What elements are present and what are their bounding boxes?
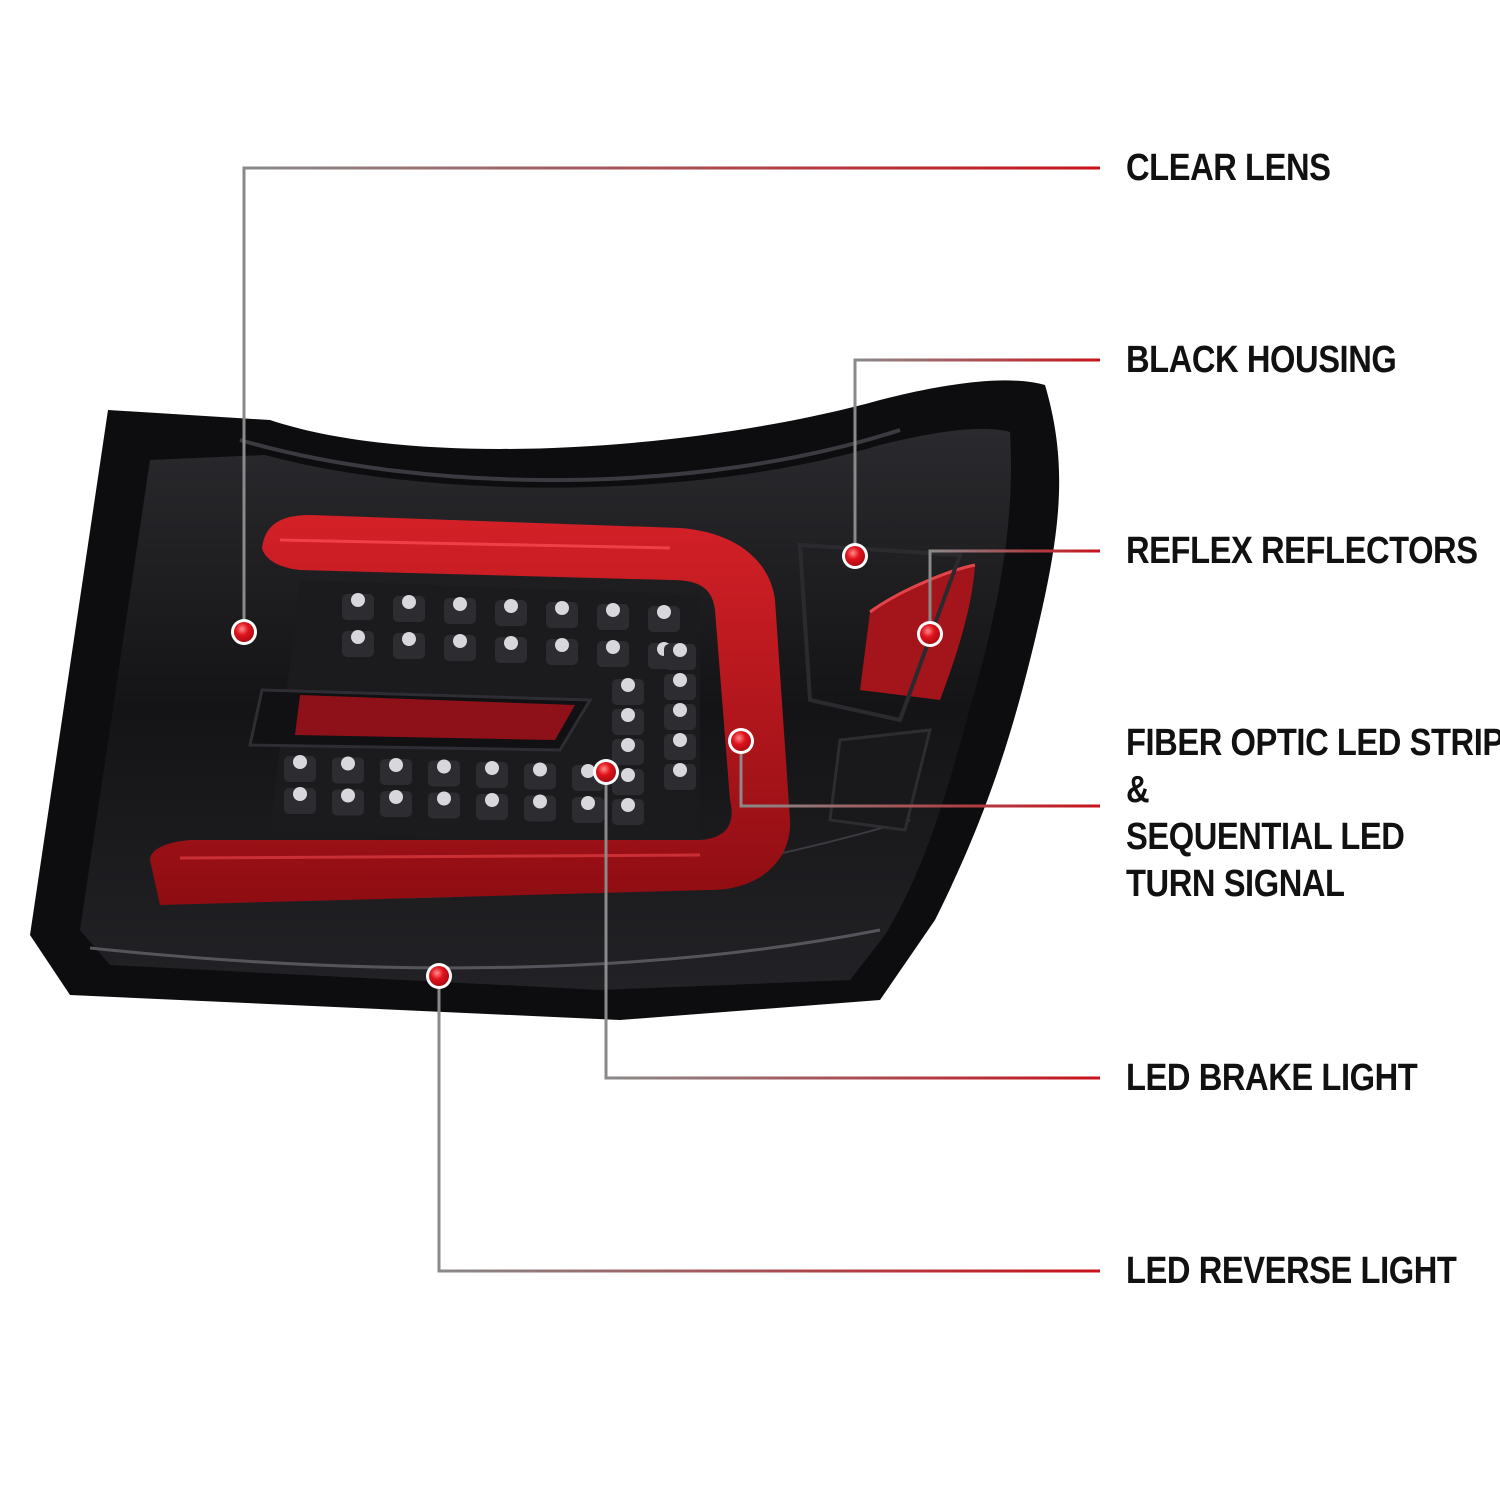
led-bulb — [444, 634, 476, 661]
label-clear-lens: CLEAR LENS — [1126, 147, 1331, 189]
led-bulb — [332, 756, 364, 784]
led-bulb — [332, 788, 364, 816]
led-bulb — [342, 593, 374, 620]
led-bulb — [664, 673, 696, 700]
led-bulb — [546, 601, 578, 628]
led-bulb — [664, 643, 696, 670]
led-bulb — [476, 761, 508, 788]
callout-dot-reverse-light — [426, 963, 452, 989]
fiber-optic-strip — [150, 515, 791, 905]
led-bulb — [380, 758, 412, 785]
led-bulb — [546, 638, 578, 665]
led-bulb — [612, 678, 644, 705]
label-black-housing: BLACK HOUSING — [1126, 339, 1397, 381]
led-bulb — [284, 755, 316, 782]
leader-black-housing — [853, 358, 1100, 556]
led-bulb — [664, 763, 696, 790]
led-bulb — [495, 636, 527, 663]
led-bulb — [428, 791, 460, 819]
led-bulb — [648, 605, 680, 632]
leader-reflex-reflectors — [928, 549, 1100, 634]
led-bulb — [342, 630, 374, 657]
led-bulb — [284, 787, 316, 814]
led-bulb — [524, 762, 556, 790]
led-bulb — [444, 597, 476, 624]
led-array — [284, 593, 696, 825]
callout-dot-fiber-optic — [728, 728, 754, 754]
leader-clear-lens — [242, 166, 1100, 632]
label-brake-light: LED BRAKE LIGHT — [1126, 1057, 1418, 1099]
led-bulb — [495, 599, 527, 626]
led-bulb — [612, 708, 644, 735]
led-bulb — [664, 733, 696, 760]
label-fiber-optic-line4: TURN SIGNAL — [1126, 863, 1345, 905]
led-bulb — [524, 794, 556, 822]
label-fiber-optic-line1: FIBER OPTIC LED STRIP — [1126, 722, 1500, 764]
leader-reverse-light — [437, 976, 1100, 1273]
led-bulb — [476, 793, 508, 820]
label-fiber-optic-line3: SEQUENTIAL LED — [1126, 816, 1405, 858]
led-bulb — [572, 796, 604, 823]
led-bulb — [664, 703, 696, 730]
led-bulb — [612, 798, 644, 825]
led-bulb — [612, 768, 644, 795]
label-reverse-light: LED REVERSE LIGHT — [1126, 1250, 1457, 1292]
label-fiber-optic-line2: & — [1126, 769, 1150, 811]
led-bulb — [597, 603, 629, 630]
label-reflex-reflectors: REFLEX REFLECTORS — [1126, 530, 1478, 572]
callout-dot-reflex-reflectors — [917, 621, 943, 647]
led-bulb — [393, 595, 425, 622]
led-bulb — [428, 759, 460, 787]
callout-dot-clear-lens — [231, 619, 257, 645]
callout-dot-black-housing — [842, 543, 868, 569]
led-bulb — [597, 640, 629, 667]
led-bulb — [612, 738, 644, 765]
led-bulb — [393, 632, 425, 659]
led-bulb — [380, 790, 412, 817]
leader-brake-light — [604, 772, 1100, 1080]
leader-fiber-optic — [739, 741, 1100, 808]
callout-dot-brake-light — [593, 759, 619, 785]
